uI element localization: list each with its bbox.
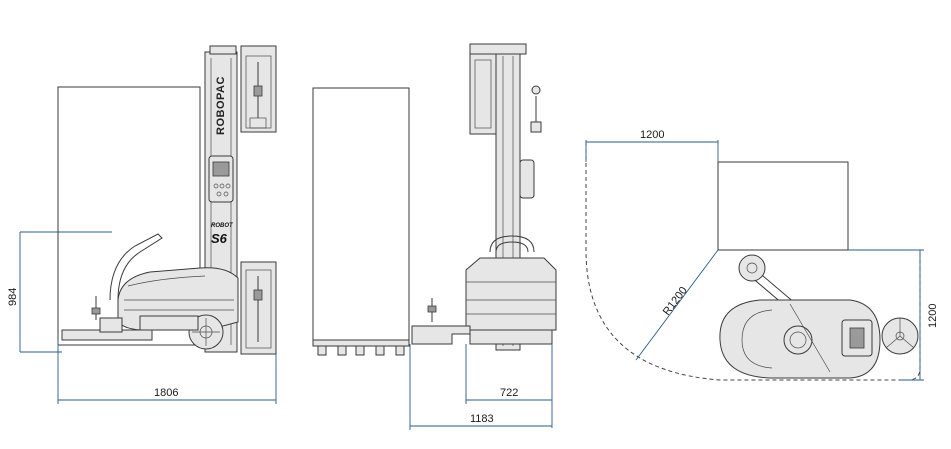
model-prefix-label: ROBOT bbox=[211, 223, 234, 229]
front-robot-body bbox=[465, 257, 557, 331]
front-carriage-upper bbox=[469, 53, 497, 135]
brand-logo-text: ROBOPAC bbox=[215, 76, 227, 135]
front-pallet-load bbox=[312, 87, 410, 343]
side-handle-bar bbox=[109, 233, 163, 301]
plan-robot-body bbox=[719, 299, 881, 379]
front-view: 722 1183 bbox=[312, 43, 557, 430]
side-view: ROBOPAC ROBOT S6 bbox=[7, 45, 277, 404]
side-robot-body bbox=[117, 267, 239, 331]
plan-working-area bbox=[585, 142, 921, 381]
dim-plan-radius: R1200 bbox=[661, 285, 690, 318]
model-name-label: S6 bbox=[211, 231, 228, 246]
dim-side-height: 984 bbox=[7, 288, 19, 306]
plan-feeler-wheel bbox=[738, 254, 766, 282]
plan-view: 1200 R1200 1200 bbox=[585, 129, 939, 381]
dim-side-length: 1806 bbox=[154, 387, 178, 399]
plan-pallet bbox=[717, 161, 849, 251]
front-handle bbox=[489, 235, 535, 253]
dim-plan-top: 1200 bbox=[640, 129, 664, 141]
side-pallet-load bbox=[57, 86, 201, 346]
dim-plan-side: 1200 bbox=[927, 304, 939, 328]
dim-front-overall: 1183 bbox=[470, 413, 494, 425]
dim-front-width: 722 bbox=[500, 387, 518, 399]
